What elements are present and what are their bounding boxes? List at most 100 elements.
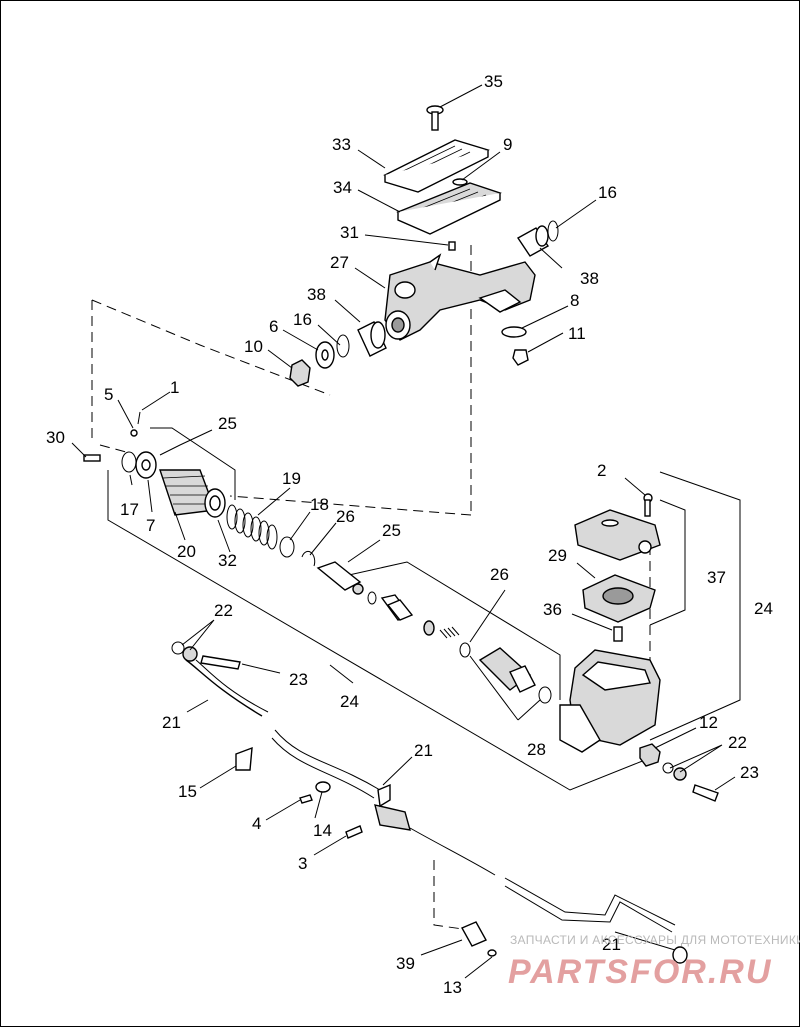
callout-28: 28	[527, 740, 546, 759]
callout-19: 19	[282, 469, 301, 488]
plug-36	[613, 626, 623, 642]
callout-5: 5	[104, 385, 113, 404]
nut-11	[512, 349, 529, 366]
nut-12	[639, 743, 661, 767]
callout-3: 3	[298, 854, 307, 873]
bushing-38-left	[357, 321, 387, 357]
clip-15	[235, 746, 253, 771]
pedal-pad-33	[383, 139, 490, 193]
pin-30	[83, 454, 101, 462]
callout-36: 36	[543, 600, 562, 619]
callout-8: 8	[570, 291, 579, 310]
callout-12: 12	[699, 713, 718, 732]
screw-3	[345, 825, 363, 839]
callout-20: 20	[177, 542, 196, 561]
callout-6: 6	[269, 317, 278, 336]
reservoir-cap-2	[574, 509, 661, 561]
callout-38a: 38	[580, 269, 599, 288]
callout-30: 30	[46, 428, 65, 447]
banjo-washer-22-left	[171, 641, 198, 662]
callout-10: 10	[244, 337, 263, 356]
callout-21b: 21	[414, 741, 433, 760]
callout-39: 39	[396, 954, 415, 973]
brake-line-21-lower	[409, 827, 676, 933]
callout-labels: 35 33 9 34 16 31 38 27 38 16 6 10 8 11 5…	[46, 72, 773, 997]
callout-11: 11	[568, 324, 586, 343]
callout-2: 2	[597, 461, 606, 480]
watermark: ЗАПЧАСТИ И АКСЕССУАРЫ ДЛЯ МОТОТЕХНИКИ PA…	[508, 933, 800, 991]
callout-24a: 24	[754, 599, 773, 618]
o-ring-16-left	[336, 334, 350, 358]
callout-26b: 26	[490, 565, 509, 584]
callout-7: 7	[146, 516, 155, 535]
snap-ring-18	[279, 536, 295, 558]
ring-17	[121, 451, 137, 473]
callout-23a: 23	[289, 670, 308, 689]
reservoir-body	[559, 649, 661, 753]
washer-7	[135, 451, 157, 479]
callout-18: 18	[310, 495, 329, 514]
callout-25b: 25	[382, 521, 401, 540]
clip-5	[130, 429, 138, 437]
callout-34: 34	[333, 178, 352, 197]
banjo-bolt-23-left	[200, 655, 241, 670]
pedal-pad-34	[396, 182, 502, 235]
leader-lines	[71, 84, 736, 979]
callout-13: 13	[443, 978, 462, 997]
washer-32	[204, 488, 226, 518]
screw-2	[643, 493, 653, 517]
callout-24b: 24	[340, 692, 359, 711]
fitting-block	[374, 783, 411, 831]
callout-31: 31	[340, 223, 359, 242]
washer-9	[452, 178, 468, 186]
screw-31	[448, 241, 456, 251]
callout-15: 15	[178, 782, 197, 801]
callout-38b: 38	[307, 285, 326, 304]
callout-21c: 21	[602, 935, 621, 954]
watermark-tagline: ЗАПЧАСТИ И АКСЕССУАРЫ ДЛЯ МОТОТЕХНИКИ	[510, 933, 800, 947]
callout-37: 37	[707, 568, 726, 587]
callout-1: 1	[170, 378, 179, 397]
callout-14: 14	[313, 821, 332, 840]
bolt-35	[426, 105, 444, 131]
callout-25a: 25	[218, 414, 237, 433]
callout-17: 17	[120, 500, 139, 519]
washer-8	[501, 326, 527, 338]
callout-35: 35	[484, 72, 503, 91]
banjo-washer-22-right	[662, 762, 687, 781]
cylinder-28	[478, 647, 552, 704]
fitting-lower-right	[672, 946, 688, 964]
snap-ring-26	[301, 550, 316, 567]
hose-21-upper	[185, 659, 269, 717]
callout-21a: 21	[162, 713, 181, 732]
callout-33: 33	[332, 135, 351, 154]
callout-9: 9	[503, 135, 512, 154]
spring-19	[226, 504, 278, 550]
callout-27: 27	[330, 253, 349, 272]
callout-22b: 22	[728, 733, 747, 752]
pushrod-25	[316, 561, 364, 595]
hose-21-mid	[271, 729, 381, 799]
callout-16b: 16	[293, 310, 312, 329]
callout-29: 29	[548, 546, 567, 565]
callout-26a: 26	[336, 507, 355, 526]
callout-16a: 16	[598, 183, 617, 202]
washer-6	[315, 341, 335, 369]
banjo-bolt-23-right	[692, 784, 719, 802]
diaphragm-29	[582, 574, 656, 623]
piston-parts	[367, 591, 471, 658]
screw-4	[299, 794, 313, 804]
callout-4: 4	[252, 814, 261, 833]
watermark-brand: PARTSFOR.RU	[508, 953, 772, 991]
switch-39	[461, 921, 487, 947]
assembly-brackets	[107, 427, 741, 791]
nut-13	[487, 949, 497, 957]
clamp-14	[315, 781, 331, 793]
nut-10	[289, 359, 311, 387]
pin-1	[137, 411, 141, 425]
o-ring-16-top	[547, 220, 559, 242]
pedal-arm-27	[384, 253, 536, 341]
callout-32: 32	[218, 551, 237, 570]
callout-22a: 22	[214, 601, 233, 620]
callout-23b: 23	[740, 763, 759, 782]
